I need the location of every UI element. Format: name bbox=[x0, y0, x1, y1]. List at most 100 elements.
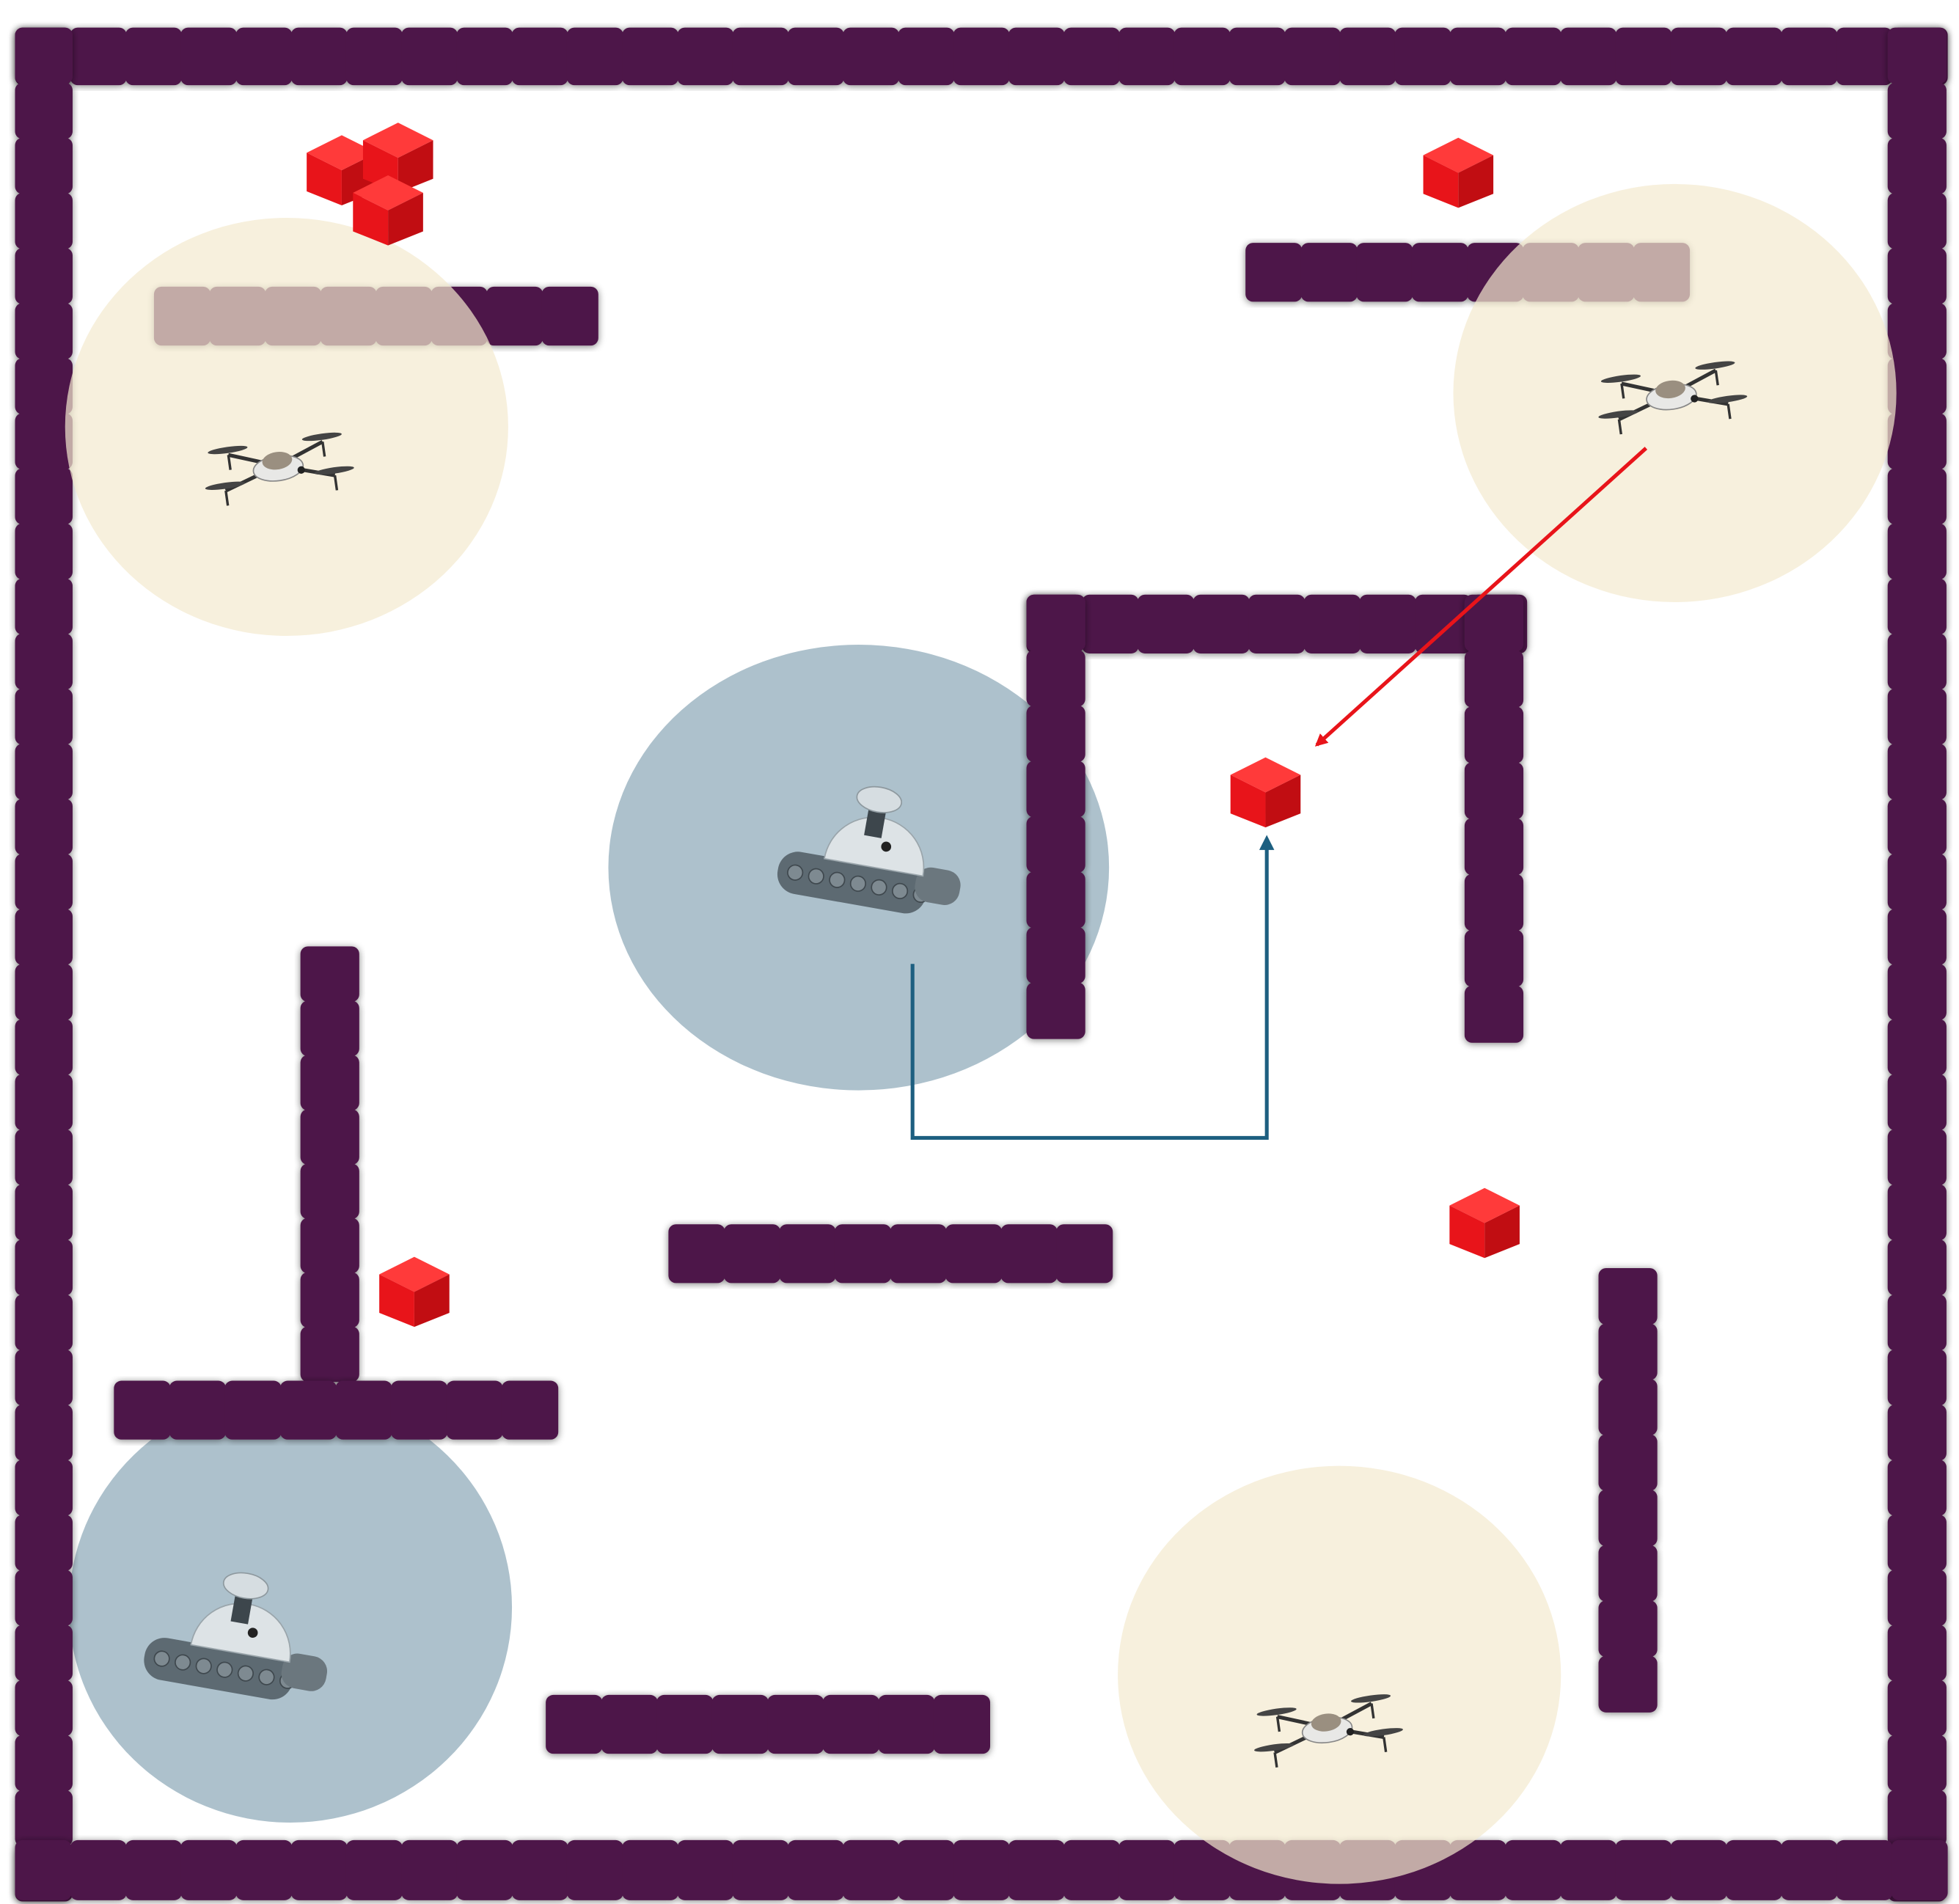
wall-segment bbox=[1026, 594, 1085, 1039]
drone-path-arrow bbox=[1314, 447, 1648, 747]
wall-block bbox=[1063, 1839, 1121, 1900]
wall-block bbox=[1887, 1129, 1947, 1186]
wall-block bbox=[1887, 1515, 1947, 1571]
drone-zone bbox=[65, 218, 508, 637]
wall-block bbox=[541, 286, 598, 346]
wall-block bbox=[180, 27, 238, 86]
wall-block bbox=[1887, 1460, 1947, 1516]
wall-block bbox=[1887, 909, 1947, 965]
wall-block bbox=[1887, 964, 1947, 1021]
wall-block bbox=[125, 1839, 182, 1900]
target-cube-icon bbox=[1423, 137, 1494, 208]
wall-segment bbox=[300, 946, 359, 1383]
drone-icon bbox=[205, 432, 354, 506]
wall-block bbox=[1887, 1570, 1947, 1627]
wall-block bbox=[15, 688, 73, 745]
wall-block bbox=[1026, 705, 1085, 763]
wall-block bbox=[953, 1839, 1010, 1900]
wall-block bbox=[1359, 594, 1416, 653]
wall-block bbox=[15, 1184, 73, 1241]
wall-block bbox=[401, 27, 458, 86]
wall-block bbox=[15, 192, 73, 249]
wall-block bbox=[300, 1163, 359, 1220]
wall-block bbox=[180, 1839, 238, 1900]
drone-zone bbox=[1118, 1465, 1561, 1884]
wall-block bbox=[1887, 468, 1947, 525]
wall-block bbox=[1887, 743, 1947, 800]
agents bbox=[144, 361, 1748, 1768]
wall-block bbox=[787, 27, 844, 86]
wall-block bbox=[1173, 27, 1231, 86]
wall-block bbox=[1464, 818, 1524, 876]
wall-block bbox=[1026, 761, 1085, 818]
wall-block bbox=[15, 1239, 73, 1296]
ground-robot-icon bbox=[144, 1572, 328, 1700]
wall-block bbox=[1464, 650, 1524, 708]
wall-block bbox=[125, 27, 182, 86]
wall-block bbox=[1464, 762, 1524, 820]
wall-block bbox=[622, 27, 679, 86]
wall-block bbox=[15, 743, 73, 800]
wall-block bbox=[1026, 926, 1085, 984]
wall-block bbox=[15, 633, 73, 690]
wall-block bbox=[15, 137, 73, 194]
wall-block bbox=[345, 1839, 403, 1900]
wall-block bbox=[279, 1380, 337, 1440]
wall-block bbox=[1887, 798, 1947, 855]
wall-block bbox=[390, 1380, 448, 1440]
wall-block bbox=[15, 1074, 73, 1131]
wall-block bbox=[235, 1839, 293, 1900]
wall-block bbox=[656, 1694, 714, 1754]
wall-block bbox=[1008, 1839, 1065, 1900]
wall-block bbox=[300, 1109, 359, 1165]
wall-block bbox=[1887, 247, 1947, 304]
wall-block bbox=[723, 1224, 781, 1284]
robot-zone bbox=[68, 1391, 513, 1823]
wall-block bbox=[1598, 1545, 1658, 1602]
wall-block bbox=[1137, 594, 1195, 653]
wall-block bbox=[1670, 1839, 1727, 1900]
wall-block bbox=[1449, 27, 1506, 86]
wall-block bbox=[15, 523, 73, 580]
wall-block bbox=[834, 1224, 892, 1284]
wall-block bbox=[1887, 1625, 1947, 1682]
wall-block bbox=[1887, 27, 1947, 84]
wall-block bbox=[300, 1326, 359, 1383]
wall-block bbox=[235, 27, 293, 86]
wall-block bbox=[456, 1839, 513, 1900]
wall-block bbox=[15, 1460, 73, 1516]
target-cube-icon bbox=[1230, 757, 1301, 828]
wall-segment bbox=[15, 27, 1948, 86]
wall-block bbox=[1887, 192, 1947, 249]
wall-block bbox=[1887, 1019, 1947, 1076]
wall-block bbox=[1887, 82, 1947, 139]
wall-block bbox=[933, 1694, 991, 1754]
wall-block bbox=[1394, 27, 1451, 86]
target-cube-icon bbox=[1449, 1187, 1520, 1259]
wall-block bbox=[1670, 27, 1727, 86]
wall-block bbox=[1598, 1655, 1658, 1713]
wall-block bbox=[15, 1129, 73, 1186]
wall-block bbox=[1248, 594, 1306, 653]
robot-path-arrow bbox=[910, 835, 1275, 1140]
wall-block bbox=[15, 413, 73, 470]
wall-block bbox=[843, 1839, 900, 1900]
wall-block bbox=[15, 303, 73, 359]
wall-block bbox=[711, 1694, 769, 1754]
wall-block bbox=[1781, 27, 1838, 86]
wall-block bbox=[1887, 1735, 1947, 1792]
wall-block bbox=[767, 1694, 824, 1754]
wall-block bbox=[1887, 1074, 1947, 1131]
wall-segment bbox=[1887, 27, 1947, 1902]
wall-block bbox=[1026, 871, 1085, 929]
wall-block bbox=[1056, 1224, 1113, 1284]
wall-block bbox=[1229, 27, 1286, 86]
wall-block bbox=[1887, 633, 1947, 690]
wall-block bbox=[15, 82, 73, 139]
wall-block bbox=[1887, 1404, 1947, 1461]
wall-block bbox=[1887, 358, 1947, 414]
wall-block bbox=[1598, 1434, 1658, 1491]
wall-block bbox=[70, 1839, 127, 1900]
wall-block bbox=[822, 1694, 879, 1754]
